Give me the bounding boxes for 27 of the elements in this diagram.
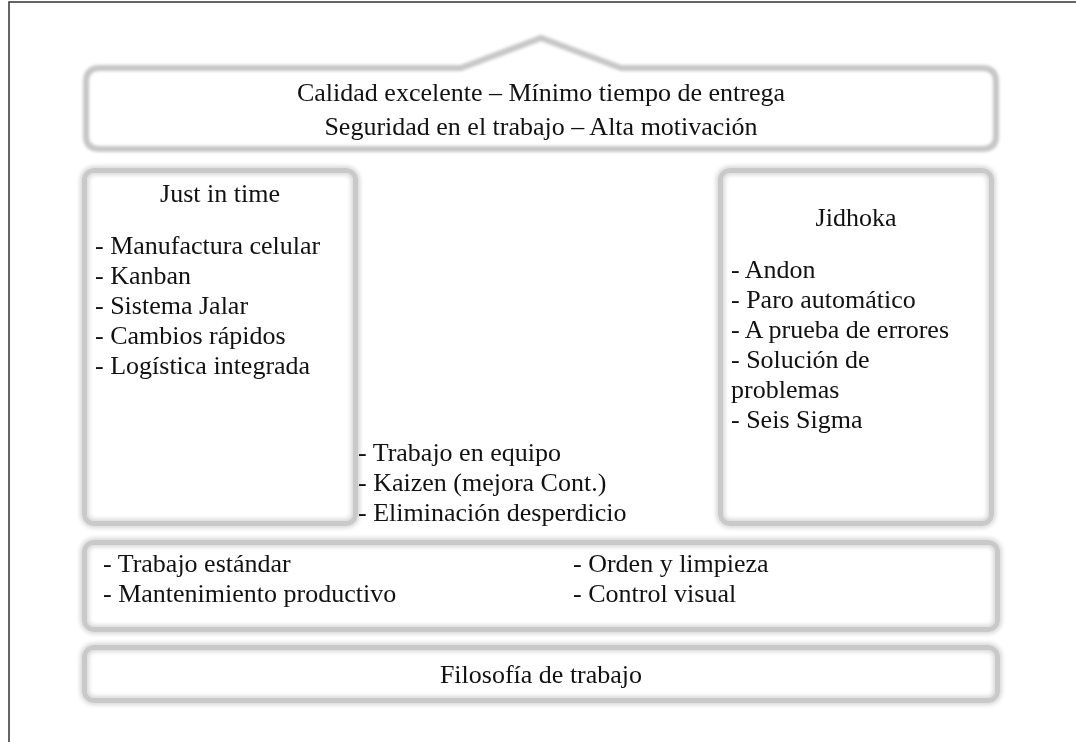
list-item: - Orden y limpieza [573, 549, 770, 579]
list-item: - Kanban [95, 261, 192, 291]
goal-text: Seguridad en el trabajo – Alta motivación [323, 111, 759, 143]
list-item: - Logística integrada [95, 351, 312, 381]
list-item: - Manufactura celular [95, 231, 322, 261]
pillar-box [82, 168, 358, 526]
list-item: - Cambios rápidos [95, 321, 287, 351]
list-item: - Paro automático [731, 285, 917, 315]
foundation-text: Filosofía de trabajo [438, 660, 644, 690]
pillar-title: Just in time [159, 179, 281, 209]
goal-text: Calidad excelente – Mínimo tiempo de entrega [295, 77, 787, 109]
list-item: - Sistema Jalar [95, 291, 250, 321]
pillar-title: Jidhoka [814, 203, 898, 233]
list-item: - Eliminación desperdicio [358, 498, 628, 528]
list-item: - Trabajo en equipo [358, 438, 562, 468]
list-item: - Control visual [573, 579, 738, 609]
foundation-band [82, 645, 1000, 703]
list-item: - Solución de problemas [731, 345, 871, 405]
list-item: - Andon [731, 255, 817, 285]
list-item: - Mantenimiento productivo [103, 579, 398, 609]
list-item: - A prueba de errores [731, 315, 951, 345]
roof-box [80, 32, 1002, 154]
pillar-box [718, 168, 994, 526]
list-item: - Seis Sigma [731, 405, 864, 435]
base-band [82, 540, 1000, 632]
list-item: - Kaizen (mejora Cont.) [358, 468, 608, 498]
list-item: - Trabajo estándar [103, 549, 292, 579]
